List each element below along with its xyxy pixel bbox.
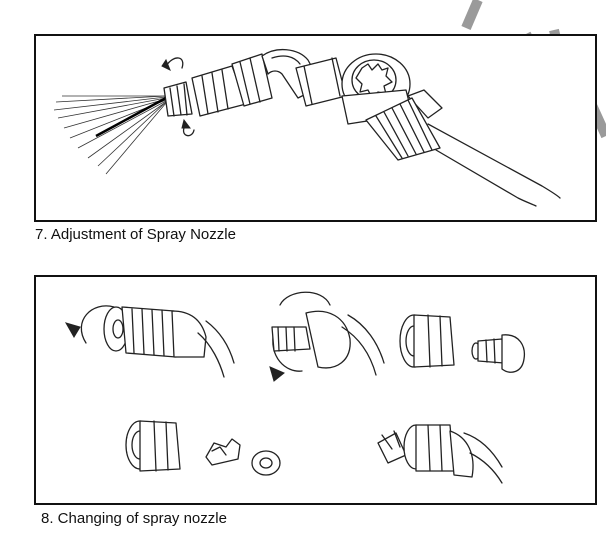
step-reassembled (377, 424, 503, 484)
nozzle-adjustment-illustration (53, 49, 561, 207)
spray-lance (427, 123, 561, 207)
figure-adjustment-panel (34, 34, 597, 222)
step-remove-tip (269, 291, 385, 382)
nozzle-body (191, 53, 273, 117)
step-unscrew-cap (64, 305, 235, 378)
step-exploded-parts (125, 420, 281, 476)
figure-caption-changing: 8. Changing of spray nozzle (41, 510, 227, 527)
rotate-arrow-bottom-icon (181, 118, 195, 137)
figure-caption-adjustment: 7. Adjustment of Spray Nozzle (35, 226, 236, 243)
figure-changing-panel (34, 275, 597, 505)
step-separated-parts (399, 314, 526, 373)
spray-cone (53, 95, 167, 175)
curved-pipe (261, 49, 347, 107)
rotate-arrow-top-icon (161, 57, 184, 72)
nozzle-tip (163, 81, 193, 117)
threaded-connector (365, 89, 443, 161)
nozzle-changing-illustration (64, 291, 526, 484)
